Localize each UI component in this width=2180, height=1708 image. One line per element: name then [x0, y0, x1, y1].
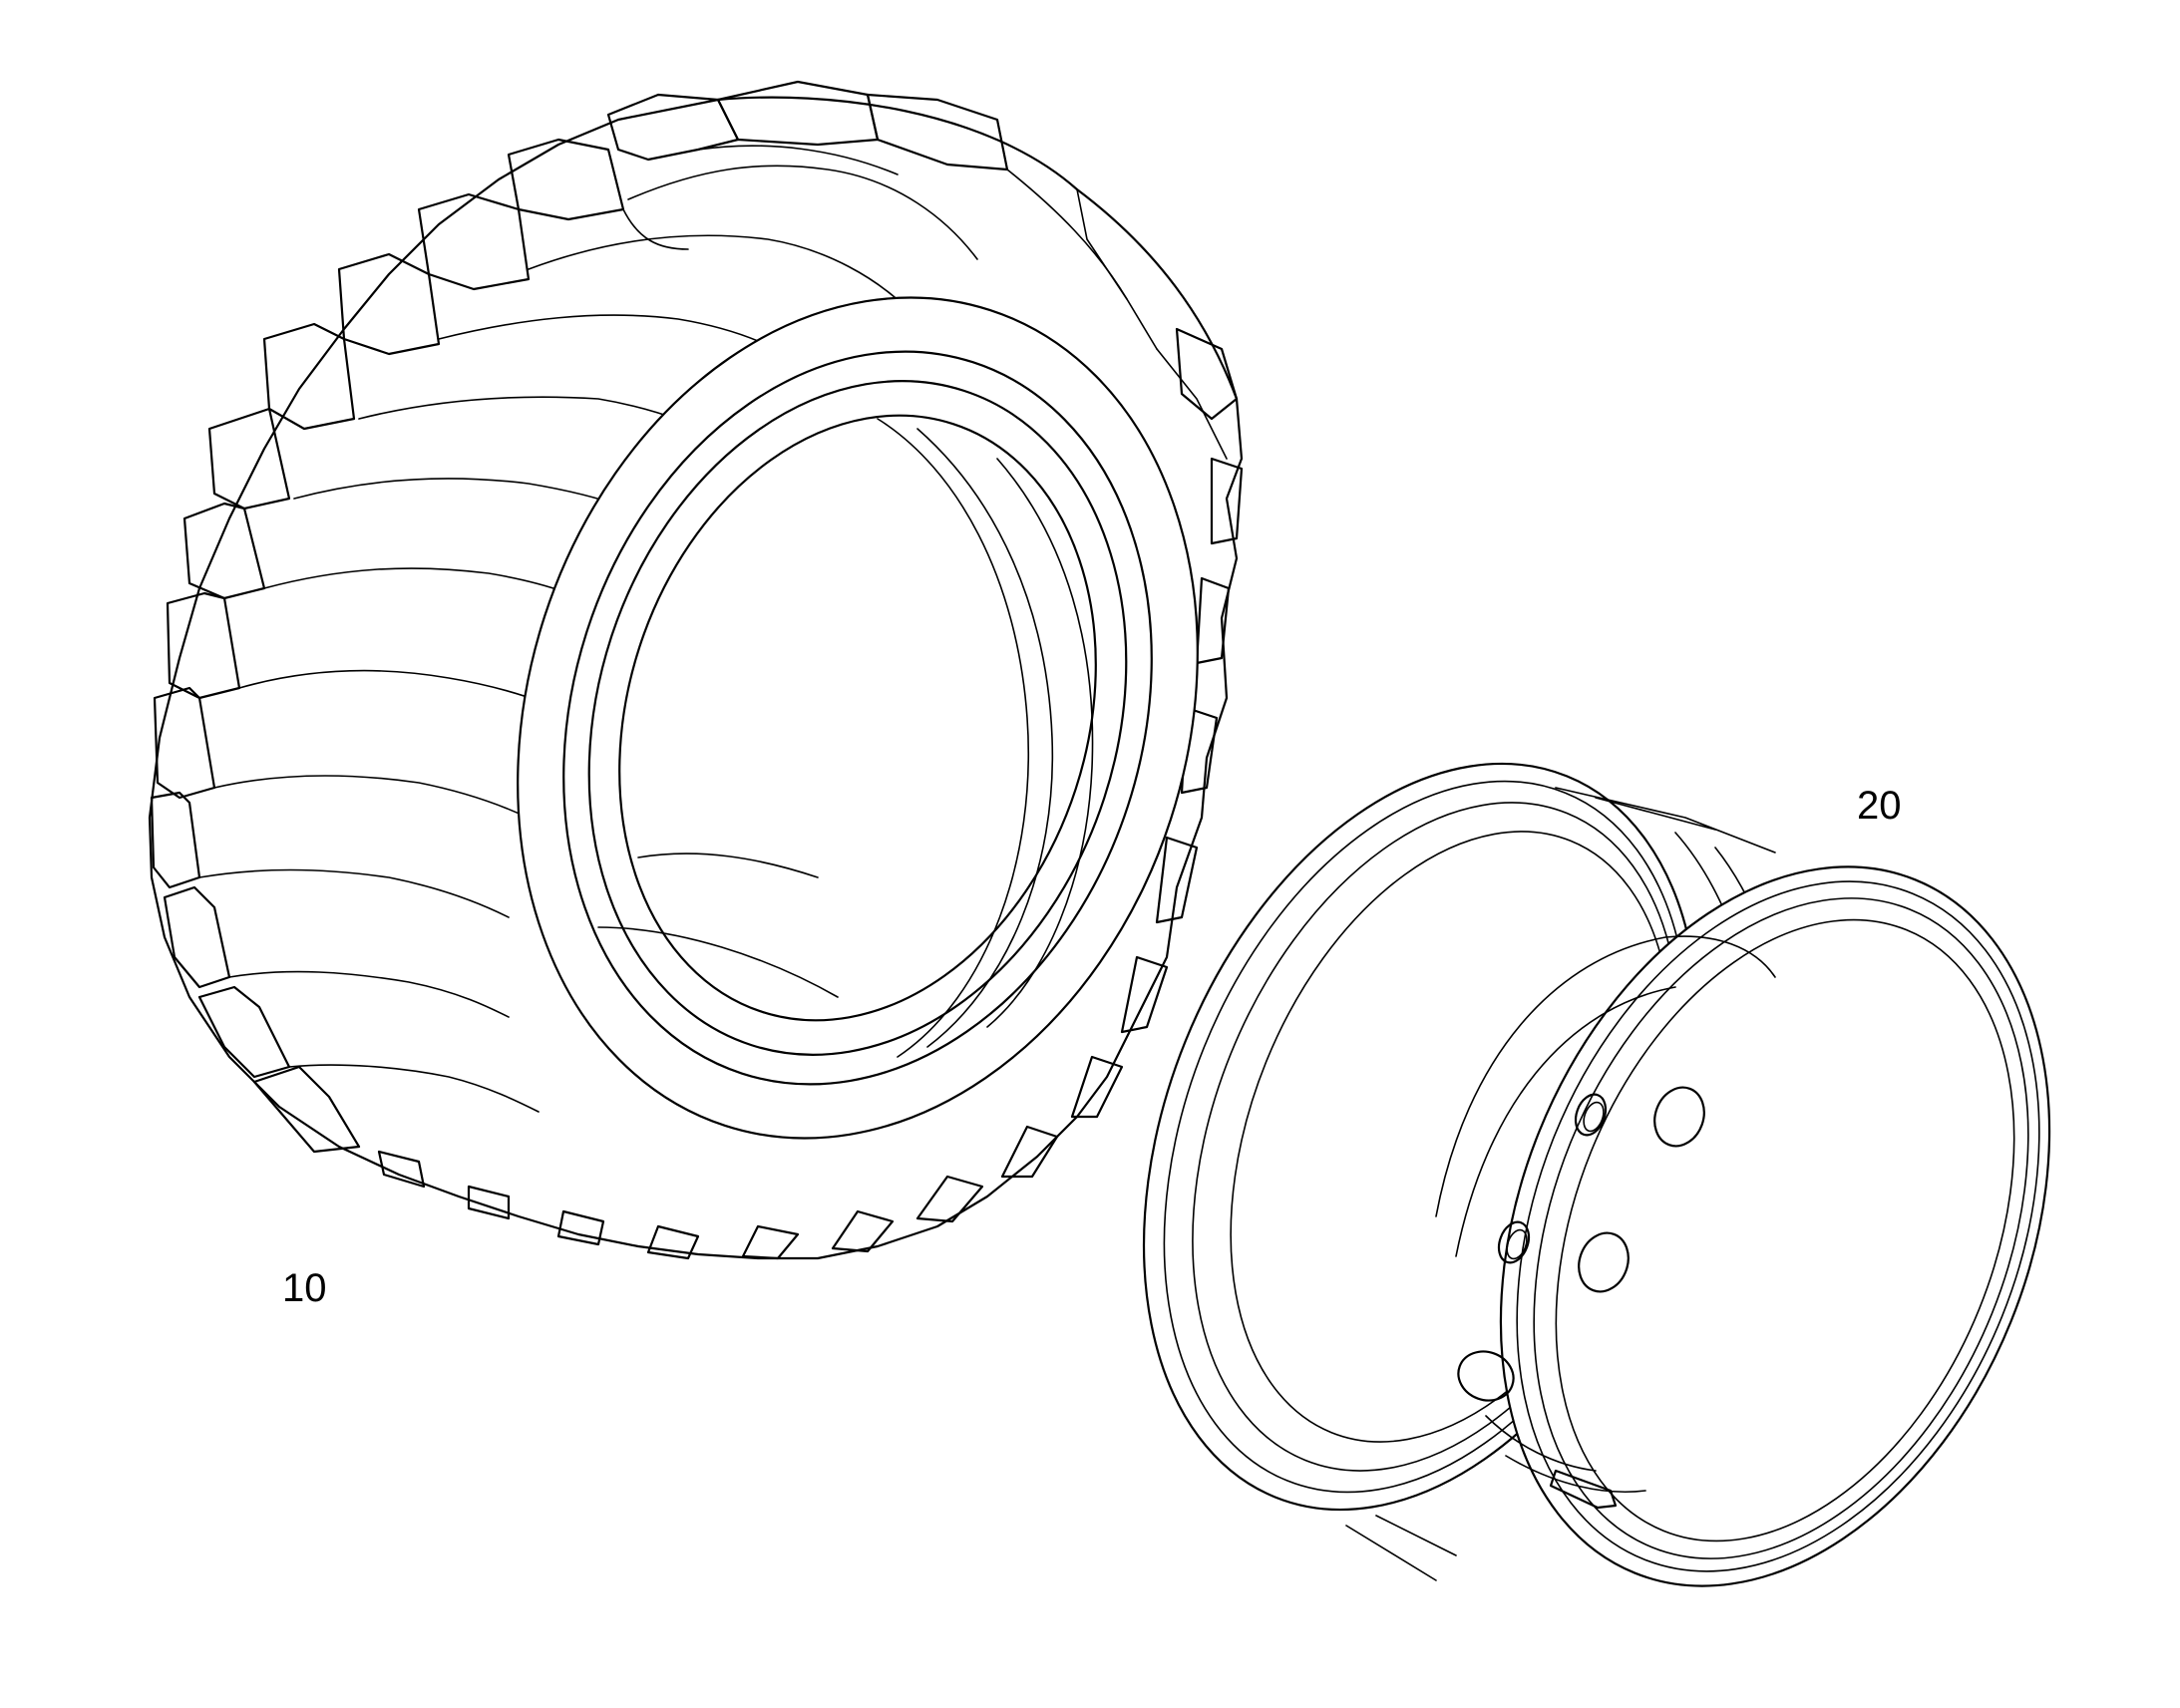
bolt-hole-icon	[1574, 1093, 1608, 1137]
rim-part-20	[1142, 762, 2051, 1587]
rim-front-flange-ring-2	[1533, 897, 2029, 1559]
rim-front-flange-ring-3	[1555, 918, 2015, 1542]
rim-front-flange-outer	[1499, 865, 2051, 1587]
rim-center-disc	[1435, 935, 1776, 1494]
bolt-hole-icon	[1497, 1220, 1531, 1264]
tire-opening	[618, 414, 1097, 1022]
tire-bead-outer	[562, 350, 1153, 1086]
bolt-hole-icon	[1653, 1086, 1705, 1148]
tire-sidewall-outer	[517, 296, 1199, 1140]
tire-bead-inner	[587, 380, 1128, 1056]
tire-part-10	[148, 80, 1244, 1260]
bolt-hole-icon	[1457, 1350, 1515, 1402]
callout-rim: 20	[1857, 784, 1902, 828]
tire-tread-outline	[148, 96, 1244, 1260]
tread-lugs-right	[377, 327, 1244, 1260]
rim-front-flange-ring-1	[1516, 880, 2040, 1572]
bolt-hole-icon	[1578, 1231, 1630, 1293]
callout-tire: 10	[282, 1266, 327, 1310]
tire-inner-bore	[597, 418, 1094, 1058]
valve-slot	[1549, 1469, 1618, 1510]
rim-bolt-holes	[1457, 1086, 1705, 1402]
